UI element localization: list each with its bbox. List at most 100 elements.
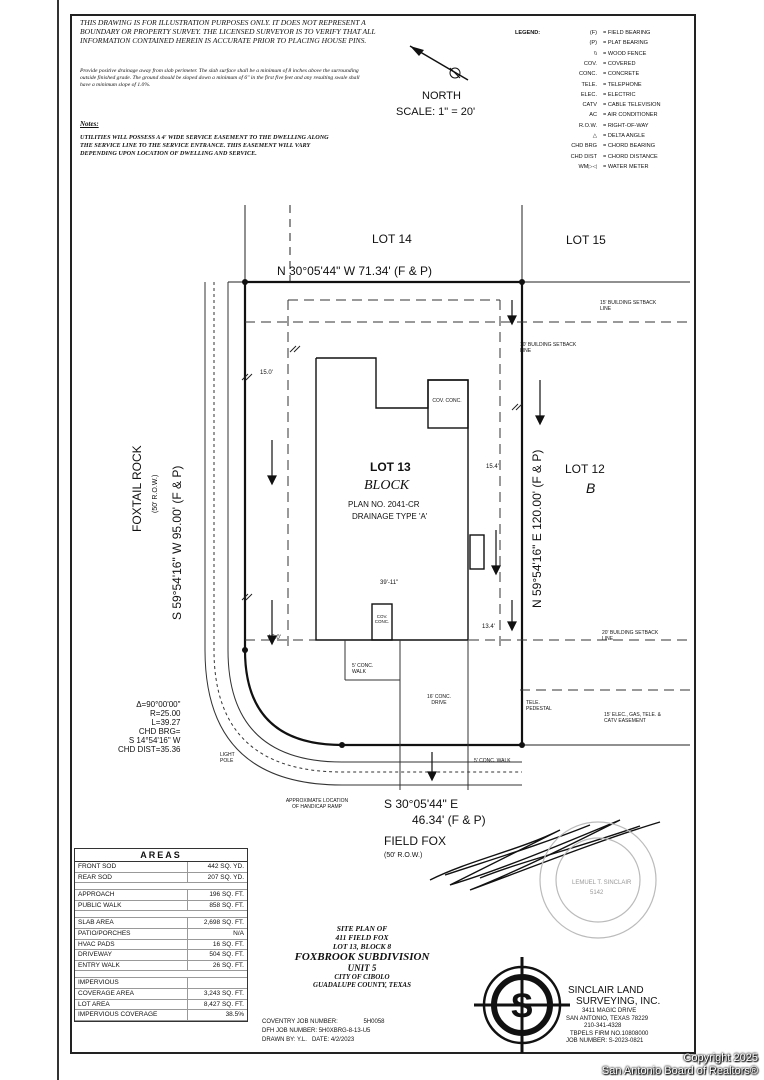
date-label: DATE: xyxy=(311,1037,330,1043)
areas-value: 196 SQ. FT. xyxy=(187,890,247,900)
sinclair-logo-icon: S xyxy=(474,957,570,1053)
title-line: Site Plan of xyxy=(336,924,388,933)
areas-row: Slab Area2,698 SQ. FT. xyxy=(75,918,247,929)
legend-abbr: (P) xyxy=(589,40,597,47)
legend-text: = DELTA ANGLE xyxy=(603,133,645,139)
dfh-job-number: 5H0XBRG-8-13-U5 xyxy=(318,1028,371,1034)
areas-key: Rear Sod xyxy=(78,873,112,881)
address-line: Job Number: S-2023-0821 xyxy=(566,1038,644,1044)
areas-value: 8,427 SQ. FT. xyxy=(187,999,247,1010)
title-line: City of Cibolo xyxy=(334,973,390,981)
notes-heading: Notes: xyxy=(80,120,99,128)
bottom-bearing-line1: S 30°05'44" E xyxy=(384,797,459,811)
left-bearing: S 59°54'16" W 95.00' (F & P) xyxy=(170,465,184,620)
areas-value xyxy=(187,978,247,988)
legend-abbr: R.O.W. xyxy=(578,122,597,129)
curve-chord-bearing: S 14°54'16" W xyxy=(128,736,181,745)
legend-text: = PLAT BEARING xyxy=(603,40,649,47)
public-walk-label: 5' CONC. WALK xyxy=(474,758,511,764)
job-info: COVENTRY JOB NUMBER: 5H0058 DFH JOB NUMB… xyxy=(262,1018,472,1045)
legend-row: WM▷◁= WATER METER xyxy=(557,162,648,172)
legend-row: CHD DIST= CHORD DISTANCE xyxy=(557,152,658,162)
property-boundary xyxy=(243,280,524,747)
legend-text: = AIR CONDITIONER xyxy=(603,112,658,119)
street-field-fox: FIELD FOX xyxy=(384,834,447,848)
dimension-right-mid: 15.4' xyxy=(486,464,499,470)
drainage-type: DRAINAGE TYPE 'A' xyxy=(352,512,428,521)
areas-value: N/A xyxy=(187,928,247,939)
areas-row: Lot Area 8,427 SQ. FT. xyxy=(75,999,247,1011)
plan-number: PLAN NO. 2041-CR xyxy=(348,500,420,509)
areas-key: Lot Area xyxy=(78,1000,110,1008)
legend-row: \\= WOOD FENCE xyxy=(557,49,646,59)
legend-row: R.O.W. = RIGHT-OF-WAY xyxy=(557,121,649,131)
legend-abbr: CHD DIST xyxy=(570,153,597,160)
areas-value: 442 SQ. YD. xyxy=(187,862,247,872)
legend-abbr: COV. xyxy=(583,60,597,67)
legend-text: = WOOD FENCE xyxy=(603,50,647,57)
areas-value: 858 SQ. FT. xyxy=(187,900,247,911)
lot-13-title: LOT 13 xyxy=(370,460,411,474)
top-bearing: N 30°05'44" W 71.34' (F & P) xyxy=(277,264,433,278)
areas-row: Impervious Coverage38.5% xyxy=(75,1010,247,1021)
legend-text: = COVERED xyxy=(603,60,636,67)
address-line: TBPELS Firm No.10808000 xyxy=(570,1030,649,1037)
scale-label: SCALE: 1" = 20' xyxy=(396,106,476,118)
title-line: Lot 13, Block 8 xyxy=(332,942,392,951)
title-line: Guadalupe County, Texas xyxy=(313,981,411,989)
dimension-right-bottom: 13.4' xyxy=(482,624,495,630)
curve-length: L=39.27 xyxy=(151,718,181,727)
areas-row: Driveway504 SQ. FT. xyxy=(75,950,247,961)
lot-14-label: LOT 14 xyxy=(372,232,412,246)
legend-text: = TELEPHONE xyxy=(603,81,642,88)
copyright-line2: San Antonio Board of Realtors® xyxy=(601,1065,758,1077)
left-edge-line xyxy=(57,0,59,1080)
lot-15-label: LOT 15 xyxy=(566,233,606,247)
north-label: NORTH xyxy=(422,90,461,102)
drawing-frame xyxy=(70,14,696,1054)
curve-radius: R=25.00 xyxy=(150,709,181,718)
disclaimer-note: This drawing is for illustration purpose… xyxy=(80,18,376,45)
areas-row: Front Sod442 SQ. YD. xyxy=(75,862,247,873)
street-foxtail-rock: FOXTAIL ROCK xyxy=(130,445,144,532)
legend-text: = RIGHT-OF-WAY xyxy=(603,122,649,129)
north-arrow-icon xyxy=(409,45,469,81)
handicap-ramp-label: APPROXIMATE LOCATION OF HANDICAP RAMP xyxy=(285,798,349,810)
seal-name: LEMUEL T. SINCLAIR xyxy=(572,880,632,886)
areas-key: Patio/Porches xyxy=(78,929,131,937)
areas-key: Impervious xyxy=(78,979,119,987)
legend-row: CONC.= CONCRETE xyxy=(557,69,639,79)
legend-abbr: CONC. xyxy=(578,71,597,78)
right-bearing: N 59°54'16" E 120.00' (F & P) xyxy=(530,449,544,608)
firm-name-line2: SURVEYING, INC. xyxy=(576,996,661,1007)
legend-abbr: AC xyxy=(589,112,597,119)
drainage-note: Provide positive drainage away from slab… xyxy=(80,68,360,88)
legend-text: = ELECTRIC xyxy=(603,91,636,98)
legend-text: = CHORD BEARING xyxy=(603,143,656,150)
legend-text: = CABLE TELEVISION xyxy=(603,102,661,109)
legend-abbr: WM▷◁ xyxy=(578,163,597,170)
address-line: 3411 Magic Drive xyxy=(582,1008,637,1014)
areas-value: 16 SQ. FT. xyxy=(187,939,247,950)
bottom-bearing-line2: 46.34' (F & P) xyxy=(412,813,486,827)
drawn-by-label: DRAWN BY: xyxy=(262,1037,296,1043)
legend-row: COV. = COVERED xyxy=(557,59,636,69)
legend-abbr: CATV xyxy=(582,102,597,109)
street-foxtail-row: (50' R.O.W.) xyxy=(152,474,159,513)
legend-row: AC = AIR CONDITIONER xyxy=(557,110,658,120)
areas-gap xyxy=(75,883,247,891)
areas-value: 2,698 SQ. FT. xyxy=(187,918,247,928)
legend-abbr: △ xyxy=(592,133,597,139)
curve-delta: Δ=90°00'00" xyxy=(136,700,181,709)
copyright-line1: Copyright 2025 xyxy=(683,1052,758,1064)
entry-walk-label: 5' CONC. WALK xyxy=(352,663,374,675)
areas-key: Approach xyxy=(78,891,115,899)
cov-conc-top: COV. CONC. xyxy=(432,398,462,404)
svg-text:S: S xyxy=(511,987,534,1025)
drive-label: 16' CONC. DRIVE xyxy=(426,694,452,706)
areas-row: Coverage Area3,243 SQ. FT. xyxy=(75,988,247,1000)
areas-key: Coverage Area xyxy=(78,989,134,997)
areas-key: HVAC Pads xyxy=(78,940,115,948)
legend-title: LEGEND: xyxy=(515,30,541,36)
